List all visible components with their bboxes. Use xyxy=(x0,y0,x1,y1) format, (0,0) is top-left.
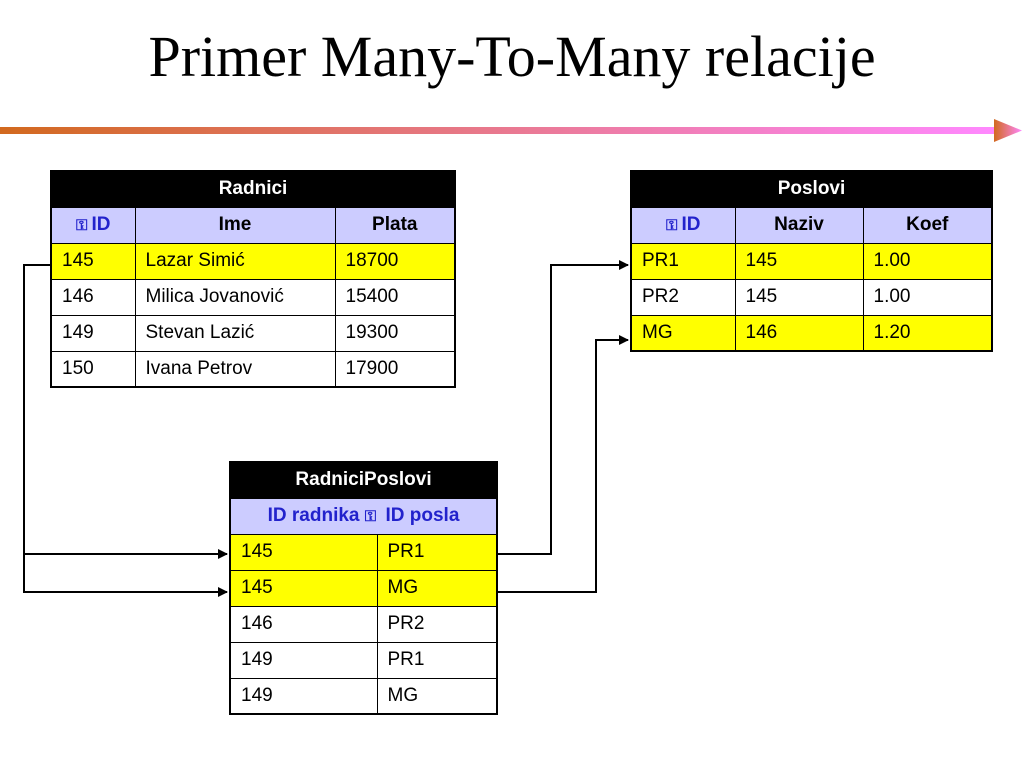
table-cell: 1.00 xyxy=(862,242,993,280)
link-rp-mg-to-poslovi-mg xyxy=(496,335,629,593)
column-header-id-radnika: ID radnika xyxy=(267,505,360,526)
link-radnici-145-to-rp-row1 xyxy=(23,264,228,559)
table-cell: 145 xyxy=(229,533,378,571)
column-header-plata: Plata xyxy=(334,206,456,244)
table-cell: 149 xyxy=(50,314,136,352)
arrow-head xyxy=(994,119,1022,142)
column-header-label: ID xyxy=(91,214,111,235)
table-cell: PR1 xyxy=(376,533,498,571)
table-cell: PR2 xyxy=(630,278,736,316)
table-cell: MG xyxy=(630,314,736,352)
table-cell: 15400 xyxy=(334,278,456,316)
table-cell: Milica Jovanović xyxy=(134,278,336,316)
column-header-composite-key: ID radnika ⚿ ID posla xyxy=(229,497,498,535)
table-cell: MG xyxy=(376,569,498,607)
column-header-id: ⚿ID xyxy=(50,206,136,244)
table-cell: Lazar Simić xyxy=(134,242,336,280)
table-title: Poslovi xyxy=(630,170,993,208)
table-cell: 18700 xyxy=(334,242,456,280)
table-cell: 145 xyxy=(734,278,864,316)
key-icon: ⚿ xyxy=(364,508,377,525)
table-cell: 1.00 xyxy=(862,278,993,316)
link-rp-pr1-to-poslovi-pr1 xyxy=(496,260,629,555)
table-cell: 145 xyxy=(50,242,136,280)
key-icon: ⚿ xyxy=(76,217,88,234)
slide-title: Primer Many-To-Many relacije xyxy=(148,24,876,89)
table-cell: MG xyxy=(376,677,498,715)
column-header-id-posla: ID posla xyxy=(385,505,460,526)
table-cell: 146 xyxy=(734,314,864,352)
table-cell: PR1 xyxy=(376,641,498,679)
table-cell: 145 xyxy=(734,242,864,280)
column-header-id: ⚿ID xyxy=(630,206,736,244)
table-cell: Stevan Lazić xyxy=(134,314,336,352)
key-icon: ⚿ xyxy=(666,217,678,234)
table-radnici-poslovi: RadniciPoslovi ID radnika ⚿ ID posla 145… xyxy=(229,461,499,715)
arrow-shaft xyxy=(0,127,996,134)
column-header-ime: Ime xyxy=(134,206,336,244)
table-cell: Ivana Petrov xyxy=(134,350,336,388)
decorative-gradient-arrow xyxy=(0,119,1022,142)
table-cell: 149 xyxy=(229,677,378,715)
table-cell: PR1 xyxy=(630,242,736,280)
table-cell: 150 xyxy=(50,350,136,388)
table-cell: PR2 xyxy=(376,605,498,643)
column-header-label: ID xyxy=(681,214,701,235)
table-cell: 145 xyxy=(229,569,378,607)
link-radnici-145-to-rp-row2 xyxy=(23,554,228,597)
table-cell: 1.20 xyxy=(862,314,993,352)
table-cell: 17900 xyxy=(334,350,456,388)
